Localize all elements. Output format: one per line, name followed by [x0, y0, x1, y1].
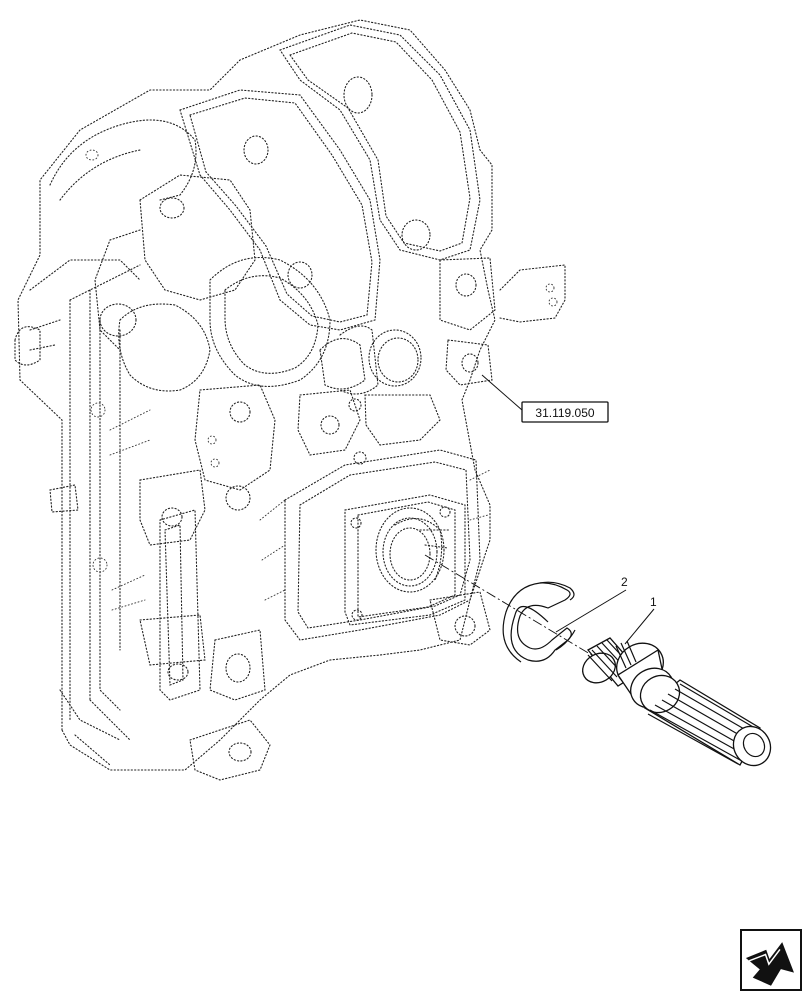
splined-shaft [582, 637, 772, 767]
next-page-arrow-icon[interactable] [740, 929, 802, 991]
reference-callout[interactable]: 31.119.050 [481, 374, 609, 423]
callout-1: 1 [624, 595, 657, 645]
transmission-housing [14, 19, 566, 781]
snap-ring [502, 581, 576, 663]
callout-1-number: 1 [650, 595, 657, 609]
callout-2: 2 [555, 575, 628, 633]
reference-label: 31.119.050 [535, 406, 594, 420]
shaft-axis-line [424, 554, 601, 661]
reference-box [521, 401, 609, 423]
callout-2-number: 2 [621, 575, 628, 589]
